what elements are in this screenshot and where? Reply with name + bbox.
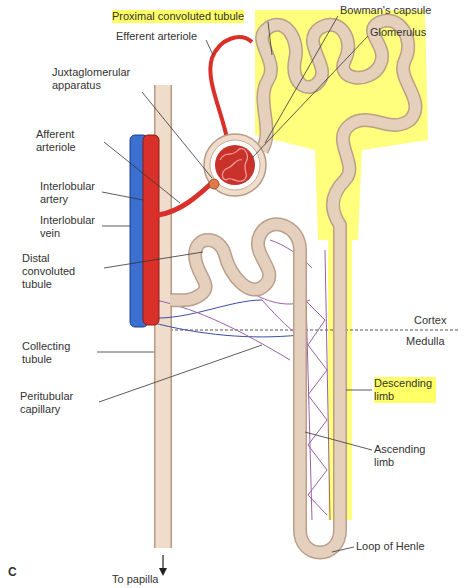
part-label: Collecting tubule [22,340,96,366]
tubule [170,21,415,553]
capsule-space [210,140,260,190]
part-label: Afferent arteriole [36,128,104,154]
leader-lines [97,16,372,552]
cortex-medulla-line [170,330,458,331]
afferent-arteriole [158,180,215,215]
region-label: Medulla [406,335,445,348]
efferent-arteriole [210,37,252,143]
juxtaglomerular-cells [209,179,219,189]
part-label: Efferent arteriole [116,30,197,43]
part-label: Interlobular artery [40,180,102,206]
capillary-tuft [220,149,247,182]
part-label: Juxtaglomerular apparatus [52,66,144,92]
region-label: Cortex [414,314,446,327]
part-label: Ascending limb [374,443,434,469]
interlobular-artery [143,135,159,325]
figure-letter: C [8,566,17,579]
tubule-outline [170,21,415,553]
part-label: Descending limb [374,377,436,403]
part-label: Loop of Henle [356,540,425,553]
part-label: Peritubular capillary [20,390,98,416]
part-label: Bowman's capsule [340,4,431,17]
part-label: To papilla [112,573,158,586]
part-label: Distal convoluted tubule [22,252,102,291]
part-label: Glomerulus [370,26,426,39]
bowmans-capsule [204,134,266,196]
glomerulus [215,145,255,185]
flow-arrowhead [159,568,167,576]
part-label: Proximal convoluted tubule [112,10,244,23]
part-label: Interlobular vein [40,214,102,240]
